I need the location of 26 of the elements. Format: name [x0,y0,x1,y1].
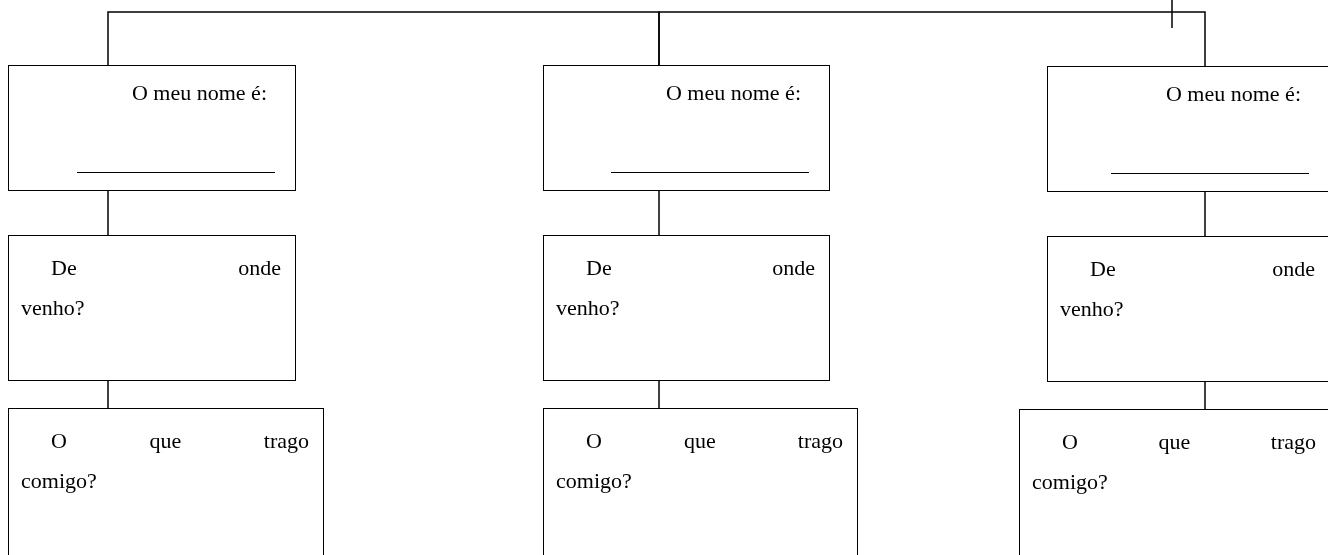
question-text: De onde venho? [1059,255,1316,323]
text-box [543,65,830,191]
prompt-text: O meu nome é: [131,80,267,107]
text-box [8,408,324,555]
connector-line [658,380,660,409]
question-text: De onde venho? [20,254,282,322]
text-box [1047,66,1328,192]
text-box [1047,236,1328,382]
text-box [8,235,296,381]
text-box [8,65,296,191]
connector-line [107,190,109,236]
connector-line [1204,381,1206,410]
question-text: De onde venho? [555,254,816,322]
text-box [1019,409,1328,555]
connector-line [107,380,109,409]
question-text: O que trago comigo? [1031,428,1317,496]
text-box [543,408,858,555]
text-box [543,235,830,381]
connector-line [658,190,660,236]
question-text: O que trago comigo? [20,427,310,495]
prompt-text: O meu nome é: [1165,81,1301,108]
question-text: O que trago comigo? [555,427,844,495]
connector-line [658,11,1206,67]
connector-line [107,11,660,66]
connector-line [1204,191,1206,237]
prompt-text: O meu nome é: [665,80,801,107]
